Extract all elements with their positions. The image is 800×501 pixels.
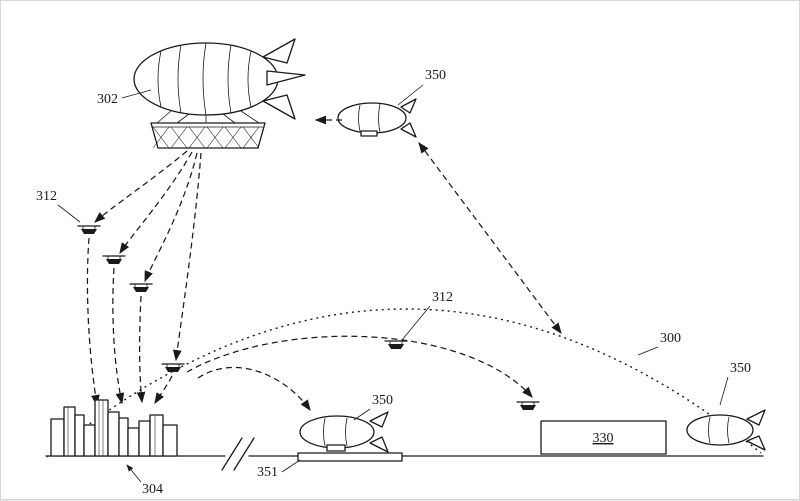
airship-gondola [150,122,266,149]
uav-to-city-arrows [86,237,173,407]
label-shuttle-350-right: 350 [730,361,751,376]
coverage-dome-outline [46,308,762,458]
city-label-arrow [126,464,142,483]
label-city-304: 304 [142,482,163,497]
airship-envelope [133,42,279,116]
landing-pad [297,452,403,462]
airship-tail-fins [262,38,306,120]
ground-break-mark [221,437,255,471]
uav-descent-arrows [94,150,202,362]
label-shuttle-350-top: 350 [425,68,446,83]
uav-icon [384,340,408,350]
uav-icon [516,401,540,411]
shuttle-airship-landed [297,411,403,462]
route-to-facility-uav [186,335,533,398]
airship-envelope-seams [157,42,252,116]
city-skyline [50,399,178,457]
route-to-landed-shuttle [197,367,311,412]
leader-lines [57,84,729,473]
facility-building [540,420,667,455]
shuttle-airship-top [337,98,417,138]
label-facility-330: 330 [593,431,614,446]
uav-icon [129,283,153,293]
gondola-lattice [152,126,260,149]
label-uav-312: 312 [36,189,57,204]
uav-icon [161,363,185,373]
label-dome-300: 300 [660,331,681,346]
uav-icon [77,225,101,235]
airship-302 [133,38,306,149]
label-pad-351: 351 [257,465,278,480]
uav-icons [77,225,540,411]
label-airship-302: 302 [97,92,118,107]
shuttle-airship-right [686,409,766,451]
uav-icon [102,255,126,265]
label-shuttle-350-landed: 350 [372,393,393,408]
airship-suspension-lines [156,110,260,124]
label-uav-312-relay: 312 [432,290,453,305]
